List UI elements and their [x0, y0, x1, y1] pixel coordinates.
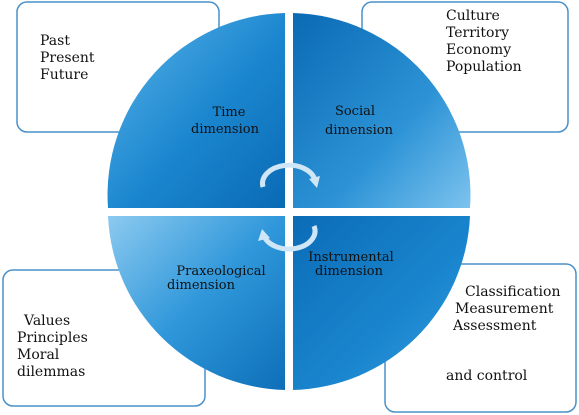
time-quadrant [107, 13, 285, 208]
instrumental-quadrant [293, 216, 470, 390]
social-item: Territory [446, 25, 509, 41]
instrumental-item: Measurement [455, 301, 554, 317]
rotate-counterclockwise-arrow-icon [258, 225, 318, 252]
praxeological-label-line2: dimension [167, 278, 236, 293]
social-quadrant [293, 13, 471, 208]
time-label-line2: dimension [191, 122, 260, 137]
praxeological-item: Values [23, 313, 70, 329]
praxeological-quadrant [108, 216, 285, 390]
instrumental-item: and control [446, 368, 528, 384]
social-item: Economy [446, 42, 511, 58]
praxeological-item: dilemmas [17, 364, 85, 380]
instrumental-label-line2: dimension [315, 264, 384, 279]
time-item: Future [40, 67, 88, 83]
social-label-line2: dimension [325, 123, 394, 138]
praxeological-item: Moral [17, 347, 60, 363]
instrumental-label-line1: Instrumental [308, 250, 394, 265]
social-item: Population [446, 59, 522, 75]
social-item: Culture [446, 8, 500, 24]
praxeological-label-line1: Praxeological [176, 264, 265, 279]
praxeological-item: Principles [17, 330, 88, 346]
time-item: Present [40, 50, 95, 66]
social-label-line1: Social [335, 104, 375, 119]
time-label-line1: Time [213, 105, 246, 120]
instrumental-item: Classification [465, 284, 560, 300]
rotate-clockwise-arrow-icon [260, 162, 320, 188]
instrumental-item: Assessment [452, 318, 537, 334]
vertical-divider [285, 5, 293, 400]
time-item: Past [40, 33, 70, 49]
